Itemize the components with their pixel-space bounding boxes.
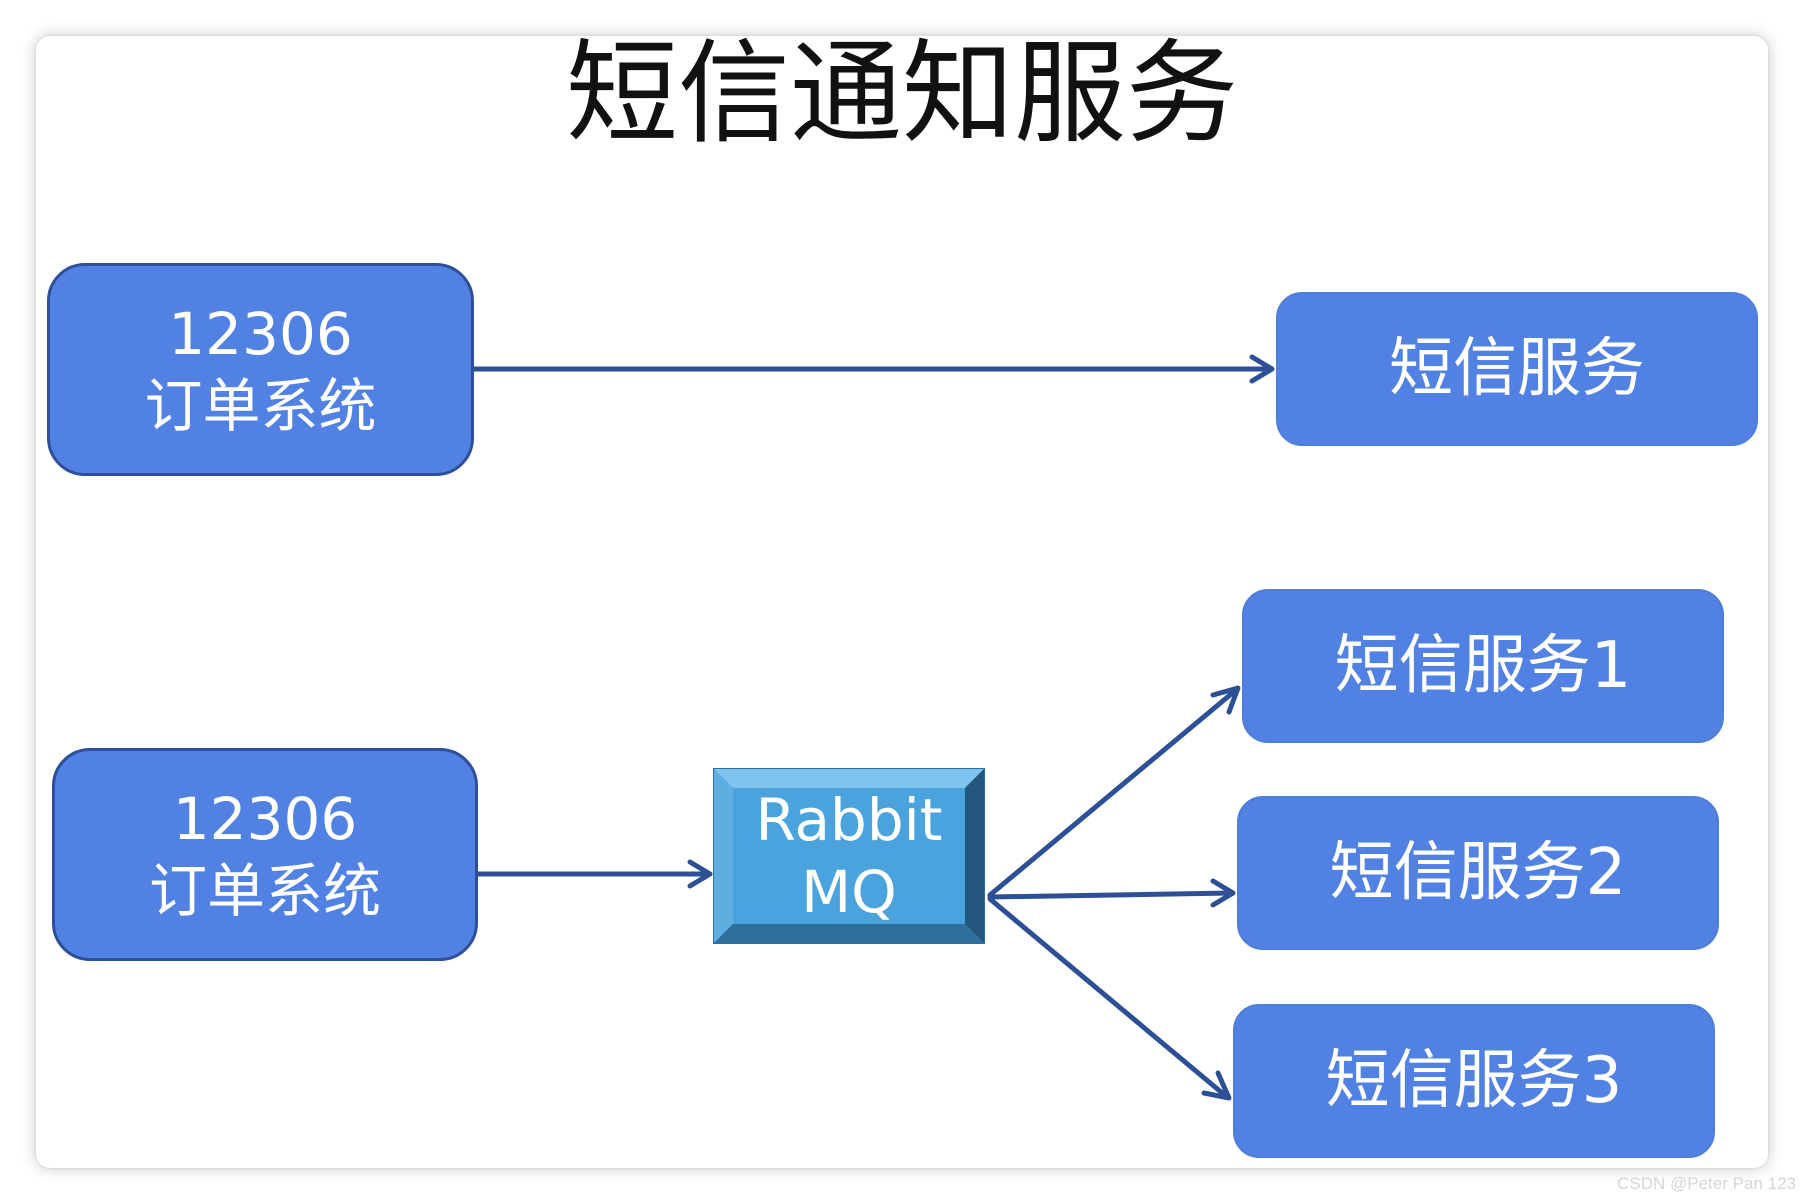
order-system-label: 订单系统 xyxy=(148,856,381,925)
rabbitmq-label-line2: MQ xyxy=(801,858,897,926)
rabbitmq-label-line1: Rabbit xyxy=(755,786,943,854)
sms-service-box-3: 短信服务3 xyxy=(1233,1004,1715,1158)
sms-service-box-1: 短信服务1 xyxy=(1242,589,1724,743)
rabbitmq-bevel xyxy=(713,768,985,944)
arrow-order-to-rabbitmq xyxy=(475,859,713,889)
rabbitmq-label: Rabbit MQ xyxy=(713,768,985,944)
order-system-number: 12306 xyxy=(172,784,358,853)
order-system-label: 订单系统 xyxy=(144,371,377,440)
sms-service-3-label: 短信服务3 xyxy=(1325,1044,1623,1118)
sms-service-1-label: 短信服务1 xyxy=(1334,629,1632,703)
order-system-box-bottom: 12306 订单系统 xyxy=(52,748,478,961)
diagram-title: 短信通知服务 xyxy=(566,29,1238,159)
order-system-number: 12306 xyxy=(168,299,353,368)
arrow-rabbitmq-to-sms-3 xyxy=(987,896,1232,1101)
sms-service-box: 短信服务 xyxy=(1276,292,1758,446)
arrow-order-to-sms xyxy=(471,354,1275,384)
sms-service-box-2: 短信服务2 xyxy=(1237,796,1719,950)
arrow-rabbitmq-to-sms-2 xyxy=(987,878,1236,908)
rabbitmq-queue-box: Rabbit MQ xyxy=(713,768,985,944)
order-system-box-top: 12306 订单系统 xyxy=(47,263,474,476)
arrow-rabbitmq-to-sms-1 xyxy=(987,685,1241,898)
watermark: CSDN @Peter Pan 123 xyxy=(1617,1174,1796,1193)
sms-service-2-label: 短信服务2 xyxy=(1329,836,1627,910)
sms-service-label: 短信服务 xyxy=(1389,332,1645,406)
